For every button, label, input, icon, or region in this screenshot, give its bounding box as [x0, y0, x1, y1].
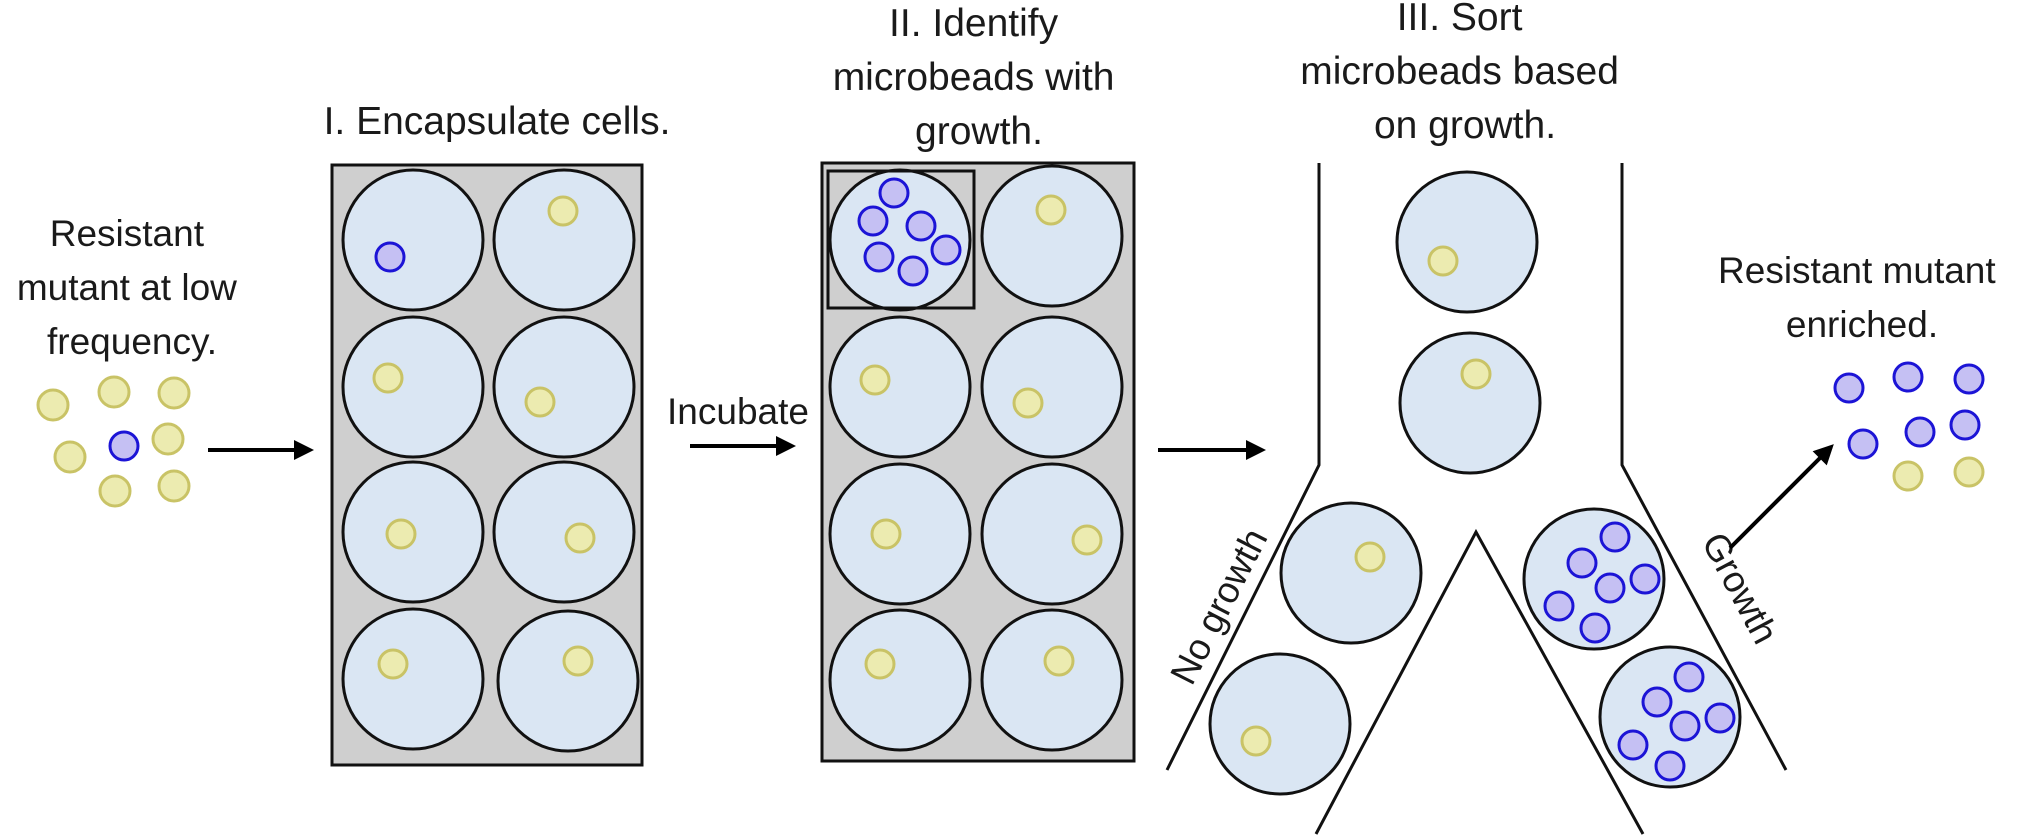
input-label-line1: Resistant: [50, 213, 205, 254]
growth-label: Growth: [1694, 526, 1786, 651]
resistant-cell: [1673, 661, 1705, 693]
step3-title-line2: microbeads based: [1300, 50, 1619, 93]
nonresistant-cell: [1892, 460, 1924, 492]
microbead-no-growth: [1279, 501, 1423, 645]
nonresistant-cell: [859, 364, 891, 396]
nonresistant-cell: [1354, 541, 1386, 573]
nonresistant-cell: [98, 474, 132, 508]
resistant-cell: [1594, 572, 1626, 604]
nonresistant-cell: [372, 362, 404, 394]
nonresistant-cell: [53, 440, 87, 474]
output-label-line1: Resistant mutant: [1718, 250, 1996, 291]
resistant-cell: [1654, 750, 1686, 782]
resistant-cell: [897, 255, 929, 287]
resistant-cell: [1669, 710, 1701, 742]
nonresistant-cell: [1043, 645, 1075, 677]
input-population: Resistant mutant at low frequency.: [17, 213, 247, 508]
resistant-cell: [905, 210, 937, 242]
step3-title-line1: III. Sort: [1397, 0, 1523, 39]
input-label-line3: frequency.: [47, 321, 217, 362]
step3-title-line3: on growth.: [1374, 104, 1556, 147]
step2-title-line1: II. Identify: [889, 2, 1059, 45]
resistant-cell: [863, 241, 895, 273]
nonresistant-cell: [1953, 456, 1985, 488]
resistant-cell: [1579, 612, 1611, 644]
resistant-cell: [1543, 590, 1575, 622]
resistant-cell: [1892, 361, 1924, 393]
nonresistant-cell: [524, 386, 556, 418]
step1-title: I. Encapsulate cells.: [324, 100, 671, 143]
microbead: [492, 460, 636, 604]
resistant-cell: [108, 430, 140, 462]
nonresistant-cell: [1071, 524, 1103, 556]
microbead: [341, 168, 485, 312]
nonresistant-cell: [864, 648, 896, 680]
arrow-to-enriched: [1728, 444, 1834, 550]
encapsulation-panel: [330, 163, 644, 767]
nonresistant-cell: [36, 388, 70, 422]
resistant-cell: [857, 205, 889, 237]
nonresistant-cell: [1035, 194, 1067, 226]
resistant-cell: [1949, 409, 1981, 441]
microbead: [492, 168, 636, 312]
nonresistant-cell: [1460, 358, 1492, 390]
nonresistant-cell: [1012, 387, 1044, 419]
channel-wall-left: [1165, 163, 1321, 771]
microbead: [492, 315, 636, 459]
nonresistant-cell: [870, 518, 902, 550]
resistant-cell: [878, 177, 910, 209]
nonresistant-cell: [564, 522, 596, 554]
microbead: [980, 462, 1124, 606]
nonresistant-cell: [97, 375, 131, 409]
step2-title-line3: growth.: [915, 110, 1043, 153]
output-label-line2: enriched.: [1786, 304, 1938, 345]
microbead: [1395, 170, 1539, 314]
microbead: [828, 608, 972, 752]
step2-title: II. Identify microbeads with growth.: [833, 2, 1126, 153]
microbead: [341, 315, 485, 459]
microbead-no-growth: [1208, 652, 1352, 796]
resistant-cell: [1566, 547, 1598, 579]
nonresistant-cell: [562, 645, 594, 677]
resistant-cell: [1599, 521, 1631, 553]
output-label: Resistant mutant enriched.: [1718, 250, 2006, 345]
microbead: [980, 608, 1124, 752]
resistant-cell: [1904, 416, 1936, 448]
resistant-cell: [1953, 363, 1985, 395]
microbead: [980, 164, 1124, 308]
step2-title-line2: microbeads with: [833, 56, 1115, 99]
microbead: [341, 607, 485, 751]
channel-wall-right: [1620, 163, 1788, 771]
microbead: [1398, 331, 1542, 475]
resistant-cell: [1847, 428, 1879, 460]
resistant-cell: [1629, 563, 1661, 595]
sorting-channel: [1165, 163, 1788, 835]
input-label-line2: mutant at low: [17, 267, 237, 308]
nonresistant-cell: [151, 422, 185, 456]
nonresistant-cell: [157, 376, 191, 410]
microbead: [980, 315, 1124, 459]
resistant-cell: [374, 241, 406, 273]
microbead: [496, 609, 640, 753]
selection-box: [826, 169, 976, 310]
nonresistant-cell: [547, 195, 579, 227]
nonresistant-cell: [157, 469, 191, 503]
nonresistant-cell: [1427, 245, 1459, 277]
input-label: Resistant mutant at low frequency.: [17, 213, 247, 362]
microbead: [828, 315, 972, 459]
resistant-cell: [1704, 702, 1736, 734]
resistant-cell: [930, 234, 962, 266]
incubate-label: Incubate: [667, 391, 809, 432]
nonresistant-cell: [385, 518, 417, 550]
output-population: Resistant mutant enriched.: [1718, 250, 2006, 492]
resistant-cell: [1641, 686, 1673, 718]
resistant-cell: [1833, 372, 1865, 404]
incubated-panel: [820, 161, 1136, 763]
resistant-cell: [1617, 729, 1649, 761]
step3-title: III. Sort microbeads based on growth.: [1300, 0, 1630, 147]
nonresistant-cell: [1240, 725, 1272, 757]
nonresistant-cell: [377, 648, 409, 680]
channel-divider: [1314, 528, 1645, 835]
